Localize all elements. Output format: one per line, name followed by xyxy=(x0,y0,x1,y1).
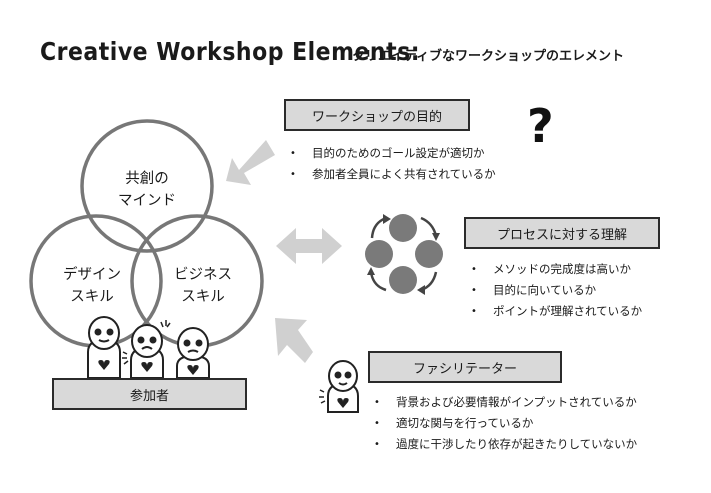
purpose-label: ワークショップの目的 xyxy=(311,109,442,125)
process-list: メソッドの完成度は高いか 目的に向いているか ポイントが理解されているか xyxy=(467,259,642,322)
venn-label-left-line1: デザイン xyxy=(63,267,121,283)
facilitator-person-icon xyxy=(319,360,359,413)
participants-label: 参加者 xyxy=(129,388,169,404)
process-label-box: プロセスに対する理解 xyxy=(464,217,660,249)
list-item: 適切な関与を行っているか xyxy=(370,413,637,434)
page-subtitle: クリエイティブなワークショップのエレメント xyxy=(352,49,624,64)
process-cycle-icon xyxy=(365,214,443,295)
purpose-list: 目的のためのゴール設定が適切か 参加者全員によく共有されているか xyxy=(286,143,496,185)
venn-label-right: ビジネス スキル xyxy=(163,264,243,308)
question-mark-icon: ? xyxy=(527,99,554,153)
venn-label-left-line2: スキル xyxy=(70,289,114,305)
list-item: 背景および必要情報がインプットされているか xyxy=(370,392,637,413)
arrow-to-process xyxy=(276,228,342,264)
list-item: ポイントが理解されているか xyxy=(467,301,642,322)
facilitator-list: 背景および必要情報がインプットされているか 適切な関与を行っているか 過度に干渉… xyxy=(370,392,637,455)
venn-label-right-line1: ビジネス xyxy=(174,267,232,283)
list-item: 過度に干渉したり依存が起きたりしていないか xyxy=(370,434,637,455)
participants-label-box: 参加者 xyxy=(52,378,247,410)
arrow-from-facilitator xyxy=(275,318,313,363)
person-icon xyxy=(176,327,210,379)
facilitator-label: ファシリテーター xyxy=(412,361,517,377)
venn-label-top-line2: マインド xyxy=(118,193,176,209)
person-icon xyxy=(87,316,121,379)
participants-group xyxy=(87,316,210,379)
list-item: 目的のためのゴール設定が適切か xyxy=(286,143,496,164)
arrow-from-purpose xyxy=(226,140,275,185)
person-icon xyxy=(122,320,171,379)
venn-label-top-line1: 共創の xyxy=(125,171,169,187)
page-title: Creative Workshop Elements: xyxy=(40,38,421,67)
venn-circle-top xyxy=(80,119,214,253)
facilitator-label-box: ファシリテーター xyxy=(368,351,562,383)
venn-label-right-line2: スキル xyxy=(181,289,225,305)
list-item: 参加者全員によく共有されているか xyxy=(286,164,496,185)
venn-label-left: デザイン スキル xyxy=(52,264,132,308)
purpose-label-box: ワークショップの目的 xyxy=(284,99,470,131)
list-item: 目的に向いているか xyxy=(467,280,642,301)
list-item: メソッドの完成度は高いか xyxy=(467,259,642,280)
venn-label-top: 共創の マインド xyxy=(107,168,187,212)
process-label: プロセスに対する理解 xyxy=(496,227,627,243)
